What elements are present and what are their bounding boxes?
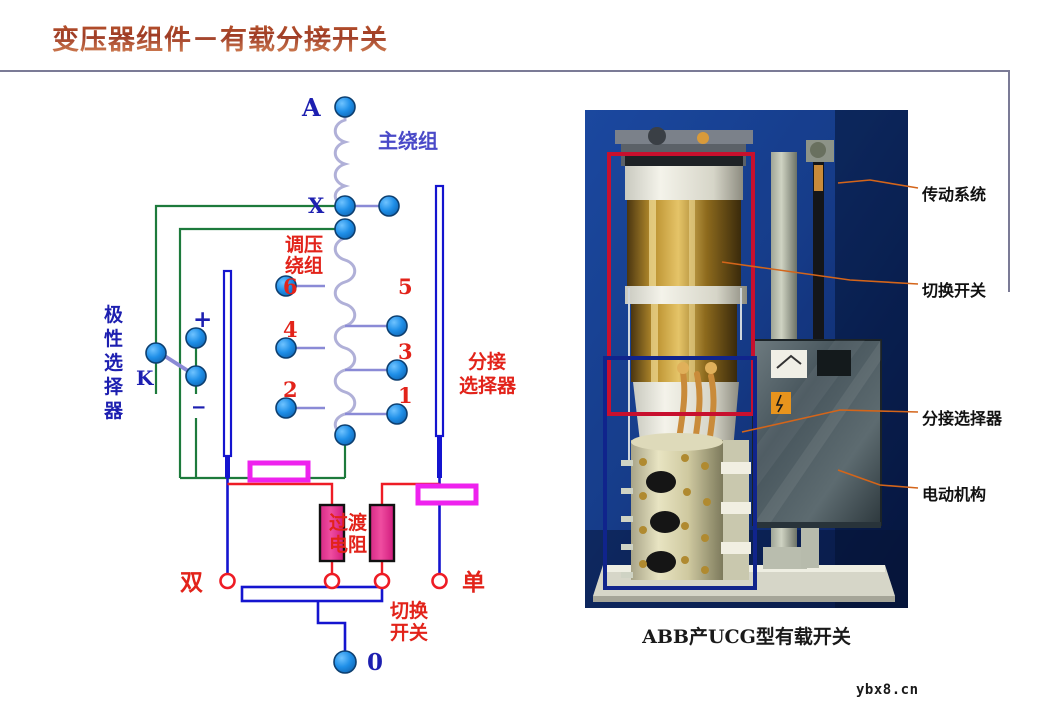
tap-number-3: 3 [398, 339, 413, 364]
callout-tap-selector: 分接选择器 [922, 409, 1003, 428]
terminal-a-label: A [301, 93, 321, 122]
polarity-plus-label: + [193, 306, 212, 333]
page-title: 变压器组件－有载分接开关 [52, 18, 388, 57]
callout-drive-system: 传动系统 [922, 185, 987, 204]
selector-contact-odd [415, 483, 479, 506]
watermark: ybx8.cn [856, 682, 919, 698]
photo-caption: ABB产UCG型有载开关 [642, 626, 851, 648]
tap-number-6: 6 [283, 274, 298, 299]
callout-motor-drive: 电动机构 [922, 485, 987, 504]
tap-number-1: 1 [398, 383, 413, 408]
odd-label: 单 [462, 569, 485, 596]
diverter-switch-label-line1: 切换 [390, 599, 429, 622]
polarity-minus-label: _ [193, 382, 205, 409]
polarity-selector-label-4: 择 [104, 376, 124, 398]
title-divider [0, 70, 1010, 72]
tap-selector-label-line2: 选择器 [459, 375, 517, 397]
tap-selector-highlight [603, 356, 757, 590]
callout-diverter-switch: 切换开关 [922, 281, 987, 300]
tap-number-4: 4 [283, 317, 298, 342]
polarity-selector-label-5: 器 [103, 400, 124, 422]
tap-number-2: 2 [283, 377, 298, 402]
polarity-selector-label-2: 性 [104, 327, 123, 350]
tap-selector-label-line1: 分接 [468, 351, 506, 373]
selector-contact-even [247, 460, 311, 483]
transition-resistor-left [318, 503, 346, 563]
transition-resistor-right [368, 503, 396, 563]
tap-changer-photo [585, 110, 908, 608]
regulating-winding-label-line1: 调压 [285, 234, 323, 256]
even-label: 双 [180, 569, 203, 596]
polarity-selector-label-1: 极 [104, 303, 124, 326]
main-winding-label: 主绕组 [378, 129, 438, 153]
polarity-selector-label-3: 选 [104, 352, 123, 374]
tap-changer-schematic: A X 主绕组 0 K + _ 调压 绕组 6 4 2 5 3 1 极 性 选 … [103, 93, 517, 676]
terminal-x-label: X [308, 193, 325, 218]
tap-number-5: 5 [398, 274, 413, 299]
transition-resistor-label-line1: 过渡 [329, 511, 368, 534]
frame-right-rule [1008, 70, 1010, 292]
terminal-zero-label: 0 [367, 649, 383, 676]
diverter-switch-label-line2: 开关 [390, 621, 428, 644]
polarity-switch-k-label: K [136, 366, 154, 390]
regulating-winding-label-line2: 绕组 [285, 254, 323, 277]
transition-resistor-label-line2: 电阻 [329, 533, 367, 556]
